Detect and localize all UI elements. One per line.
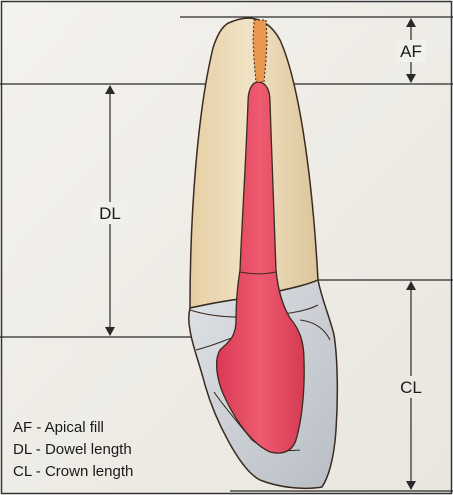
cl-label: CL bbox=[400, 378, 422, 397]
legend-item-dl: DL - Dowel length bbox=[13, 441, 132, 458]
af-label: AF bbox=[400, 42, 422, 61]
legend-item-af: AF - Apical fill bbox=[13, 419, 104, 436]
dl-label: DL bbox=[99, 204, 121, 223]
legend-item-cl: CL - Crown length bbox=[13, 463, 133, 480]
